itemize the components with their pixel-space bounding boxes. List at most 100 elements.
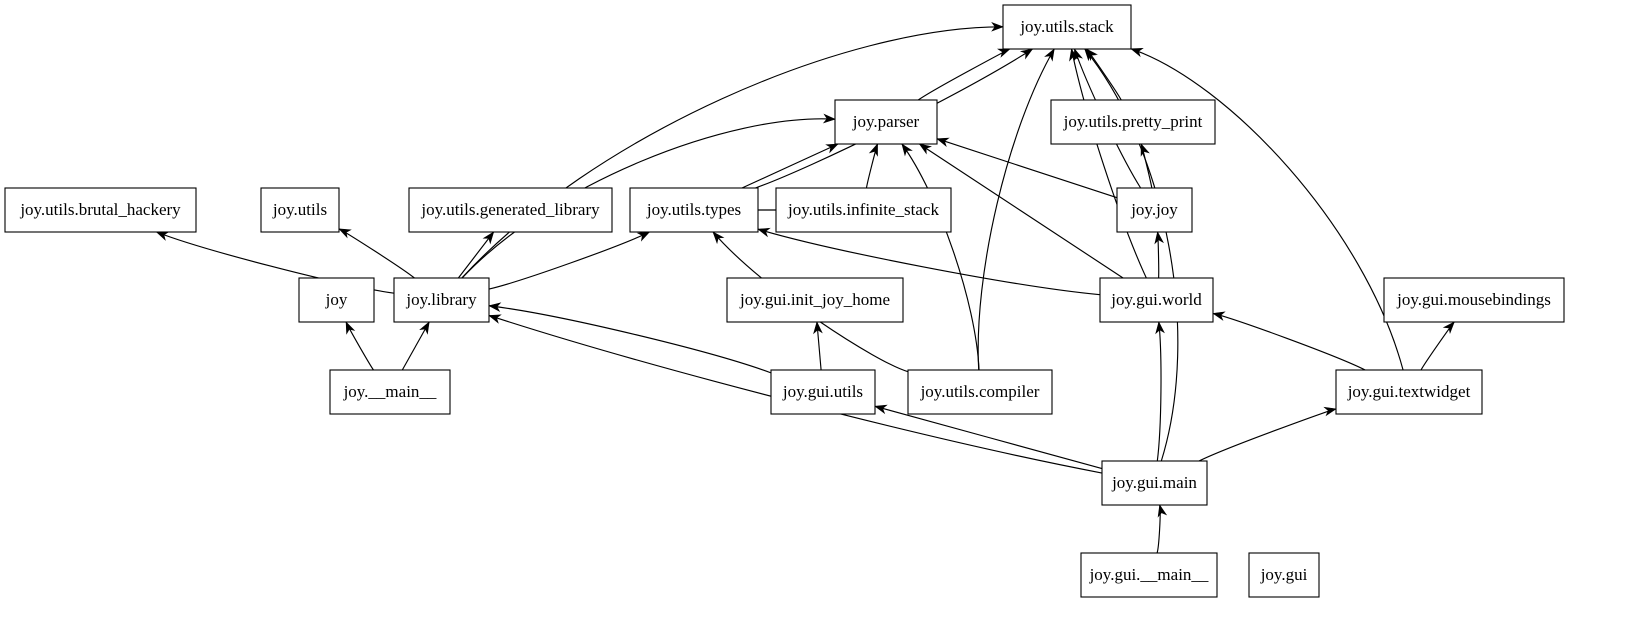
dependency-edge xyxy=(757,228,1101,296)
node-box[interactable] xyxy=(1002,4,1132,50)
edge-arrowhead xyxy=(1044,48,1055,62)
graph-node-joy-parser[interactable]: joy.parser xyxy=(834,99,938,145)
node-box[interactable] xyxy=(329,369,451,415)
edge-arrowhead xyxy=(997,48,1011,58)
graph-node-joy-gui[interactable]: joy.gui xyxy=(1248,552,1320,598)
node-label: joy.utils.compiler xyxy=(920,382,1040,401)
edge-arrowhead xyxy=(813,321,823,335)
edge-arrowhead xyxy=(868,143,878,157)
node-box[interactable] xyxy=(298,277,375,323)
node-box[interactable] xyxy=(770,369,876,415)
node-box[interactable] xyxy=(1080,552,1218,598)
node-box[interactable] xyxy=(408,187,613,233)
node-box[interactable] xyxy=(4,187,197,233)
dependency-edge xyxy=(461,26,1004,279)
node-label: joy.library xyxy=(405,290,477,309)
edge-arrowhead xyxy=(825,143,839,154)
graph-node-joy-utils-compiler[interactable]: joy.utils.compiler xyxy=(907,369,1053,415)
dependency-edge xyxy=(1198,408,1337,462)
node-box[interactable] xyxy=(775,187,952,233)
node-box[interactable] xyxy=(393,277,490,323)
edge-arrowhead xyxy=(1140,143,1150,157)
node-box[interactable] xyxy=(260,187,340,233)
edge-arrowhead xyxy=(822,113,836,124)
dependency-edge xyxy=(488,305,772,374)
graph-node-joy-utils-stack[interactable]: joy.utils.stack xyxy=(1002,4,1132,50)
graph-node-joy-utils-infinite-stack[interactable]: joy.utils.infinite_stack xyxy=(775,187,952,233)
edge-arrowhead xyxy=(488,314,502,324)
node-label: joy.gui.utils xyxy=(782,382,863,401)
edge-arrowhead xyxy=(636,231,651,242)
dependency-edge xyxy=(338,228,415,279)
edge-arrowhead xyxy=(1084,48,1096,62)
graph-node-joy-gui-main[interactable]: joy.gui.main xyxy=(1101,460,1208,506)
edge-arrowhead xyxy=(874,404,888,415)
edge-arrowhead xyxy=(757,227,771,238)
node-label: joy.utils.brutal_hackery xyxy=(19,200,181,219)
dependency-edge xyxy=(1156,321,1162,462)
graph-node-joy[interactable]: joy xyxy=(298,277,375,323)
node-label: joy.utils.pretty_print xyxy=(1063,112,1203,131)
graph-node-joy-gui-init-joy-home[interactable]: joy.gui.init_joy_home xyxy=(726,277,904,323)
graph-node-joy-utils[interactable]: joy.utils xyxy=(260,187,340,233)
graph-node-joy-library[interactable]: joy.library xyxy=(393,277,490,323)
dependency-edge xyxy=(919,143,1124,279)
edge-arrowhead xyxy=(1154,231,1164,245)
node-label: joy.gui.init_joy_home xyxy=(739,290,890,309)
dependency-edge xyxy=(977,48,1055,371)
dependency-edge xyxy=(1070,48,1147,279)
dependency-edge xyxy=(741,143,839,189)
node-label: joy.gui.__main__ xyxy=(1089,565,1209,584)
edge-arrowhead xyxy=(901,143,913,157)
graph-node-joy-utils-generated-library[interactable]: joy.utils.generated_library xyxy=(408,187,613,233)
node-label: joy.utils xyxy=(272,200,327,219)
graph-node-joy-utils-pretty-print[interactable]: joy.utils.pretty_print xyxy=(1050,99,1216,145)
edge-arrowhead xyxy=(419,321,430,335)
dependency-edge xyxy=(1084,48,1179,462)
node-label: joy.utils.stack xyxy=(1019,17,1114,36)
node-box[interactable] xyxy=(1383,277,1565,323)
node-box[interactable] xyxy=(1101,460,1208,506)
node-box[interactable] xyxy=(1335,369,1483,415)
graph-node-joy-main[interactable]: joy.__main__ xyxy=(329,369,451,415)
dependency-edge xyxy=(1130,48,1404,371)
node-box[interactable] xyxy=(907,369,1053,415)
edge-arrowhead xyxy=(1157,504,1168,518)
edge-arrowhead xyxy=(991,21,1004,32)
graph-node-joy-gui-main[interactable]: joy.gui.__main__ xyxy=(1080,552,1218,598)
edge-arrowhead xyxy=(1323,406,1337,417)
dependency-edge xyxy=(457,231,495,279)
graph-node-joy-gui-mousebindings[interactable]: joy.gui.mousebindings xyxy=(1383,277,1565,323)
node-box[interactable] xyxy=(1099,277,1214,323)
edge-arrowhead xyxy=(1130,48,1144,58)
edge-arrowhead xyxy=(488,302,502,312)
node-box[interactable] xyxy=(726,277,904,323)
node-box[interactable] xyxy=(1050,99,1216,145)
node-layer: joy.utils.stack joy.parser joy.utils.prett… xyxy=(4,4,1565,598)
graph-node-joy-joy[interactable]: joy.joy xyxy=(1116,187,1193,233)
edge-arrowhead xyxy=(1212,311,1226,321)
node-box[interactable] xyxy=(1248,552,1320,598)
node-box[interactable] xyxy=(629,187,759,233)
dependency-edge xyxy=(901,143,980,371)
edge-arrowhead xyxy=(936,137,950,148)
graph-node-joy-gui-utils[interactable]: joy.gui.utils xyxy=(770,369,876,415)
node-label: joy.parser xyxy=(852,112,920,131)
edge-arrowhead xyxy=(1155,321,1165,335)
graph-node-joy-utils-brutal-hackery[interactable]: joy.utils.brutal_hackery xyxy=(4,187,197,233)
graph-node-joy-gui-world[interactable]: joy.gui.world xyxy=(1099,277,1214,323)
edge-arrowhead xyxy=(338,228,352,239)
node-box[interactable] xyxy=(1116,187,1193,233)
node-box[interactable] xyxy=(834,99,938,145)
graph-node-joy-gui-textwidget[interactable]: joy.gui.textwidget xyxy=(1335,369,1483,415)
node-label: joy.gui.main xyxy=(1111,473,1197,492)
node-label: joy.gui xyxy=(1260,565,1308,584)
edge-arrowhead xyxy=(918,143,932,155)
dependency-edge xyxy=(936,138,1118,199)
dependency-edge xyxy=(874,405,1103,470)
edge-arrowhead xyxy=(712,231,725,245)
edge-arrowhead xyxy=(482,231,495,245)
graph-node-joy-utils-types[interactable]: joy.utils.types xyxy=(629,187,759,233)
